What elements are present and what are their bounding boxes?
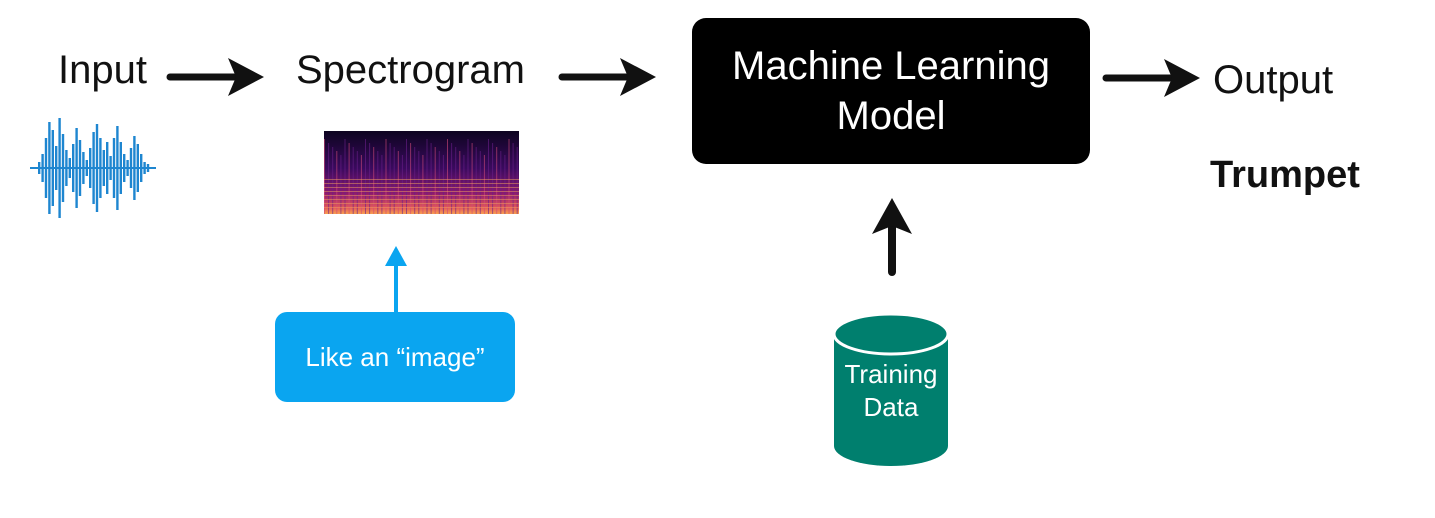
training-data-label: Training Data	[844, 359, 938, 422]
database-icon	[832, 312, 950, 466]
output-result: Trumpet	[1210, 154, 1360, 196]
arrow-right-icon	[166, 58, 264, 96]
output-label: Output	[1213, 58, 1334, 102]
image-callout: Like an “image”	[275, 312, 515, 402]
model-box: Machine Learning Model	[692, 18, 1090, 164]
spectrogram-label: Spectrogram	[296, 48, 525, 92]
training-data-database: Training Data	[832, 312, 950, 468]
input-label: Input	[58, 48, 147, 92]
arrow-right-icon	[1102, 59, 1200, 97]
arrow-up-icon	[872, 198, 912, 276]
arrow-right-icon	[558, 58, 656, 96]
callout-arrow-icon	[385, 246, 407, 312]
spectrogram-image	[324, 131, 519, 214]
waveform-icon	[30, 118, 156, 218]
model-label: Machine Learning Model	[732, 44, 1050, 138]
callout-text: Like an “image”	[305, 341, 485, 372]
